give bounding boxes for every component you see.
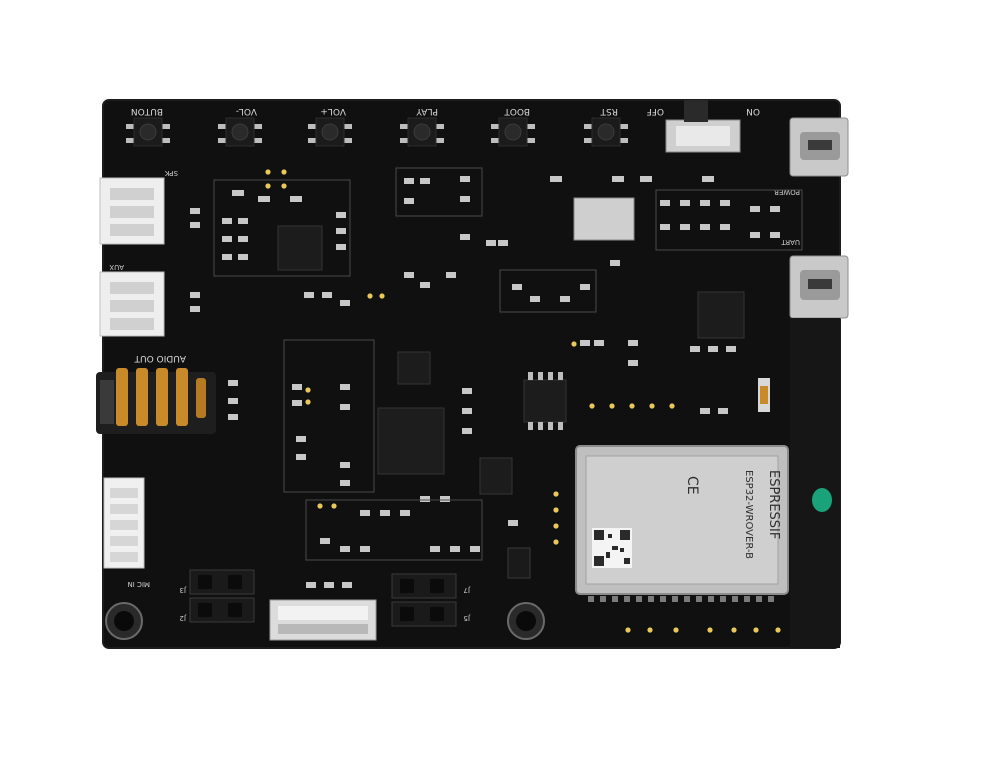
usb-uart-chip [697, 291, 745, 339]
antenna-marker [812, 488, 832, 512]
esp32-module: ESPRESSIF ESP32-WROVER-B CE [575, 445, 789, 602]
label-button-3: VOL+ [320, 106, 346, 116]
usb-power-connector [789, 117, 849, 177]
fpc-connector [269, 599, 377, 641]
codec-chip [277, 225, 323, 271]
status-leds [265, 169, 781, 633]
label-switch-off: OFF [647, 106, 664, 116]
small-chip-2 [479, 457, 513, 495]
label-button-6: RST [600, 106, 618, 116]
passive-components [190, 176, 780, 588]
module-model: ESP32-WROVER-B [743, 470, 754, 559]
audio-jack [96, 368, 216, 434]
module-cert: CE [684, 476, 700, 495]
label-j5: J5 [463, 614, 471, 622]
label-j2: J2 [179, 614, 187, 622]
label-spk: SPK [164, 169, 178, 177]
button-small [507, 547, 531, 579]
label-button-5: BOOT [504, 106, 530, 116]
label-switch-on: ON [746, 106, 760, 116]
label-mic-in: MIC IN [127, 580, 150, 588]
label-j3: J3 [179, 586, 187, 594]
label-uart: UART [781, 238, 800, 246]
label-j7: J7 [463, 586, 471, 594]
jumper-headers-right [391, 573, 457, 627]
mic-connector [103, 477, 145, 569]
label-aux: AUX [109, 263, 124, 271]
label-button-2: VOL- [236, 106, 257, 116]
qr-code [592, 528, 632, 568]
aux-connector [99, 271, 165, 337]
button-labels: BUTON VOL- VOL+ PLAY BOOT RST OFF ON [131, 106, 760, 116]
antenna-keepout [790, 318, 840, 648]
label-button-4: PLAY [416, 106, 438, 116]
flash-chip-pins [528, 372, 563, 430]
jumper-headers-left [189, 569, 255, 623]
small-chip-1 [397, 351, 431, 385]
label-power: POWER [774, 188, 800, 196]
dsp-chip [377, 407, 445, 475]
module-brand: ESPRESSIF [766, 470, 781, 539]
usb-uart-connector [789, 255, 849, 319]
regulator [573, 197, 635, 241]
power-slide-switch [665, 100, 741, 153]
flash-chip [523, 379, 567, 423]
label-button-1: BUTON [131, 106, 163, 116]
silkscreen-outlines [213, 167, 803, 561]
spk-connector [99, 177, 165, 245]
label-audio-out: AUDIO OUT [134, 353, 186, 363]
tact-buttons-row [126, 117, 628, 147]
